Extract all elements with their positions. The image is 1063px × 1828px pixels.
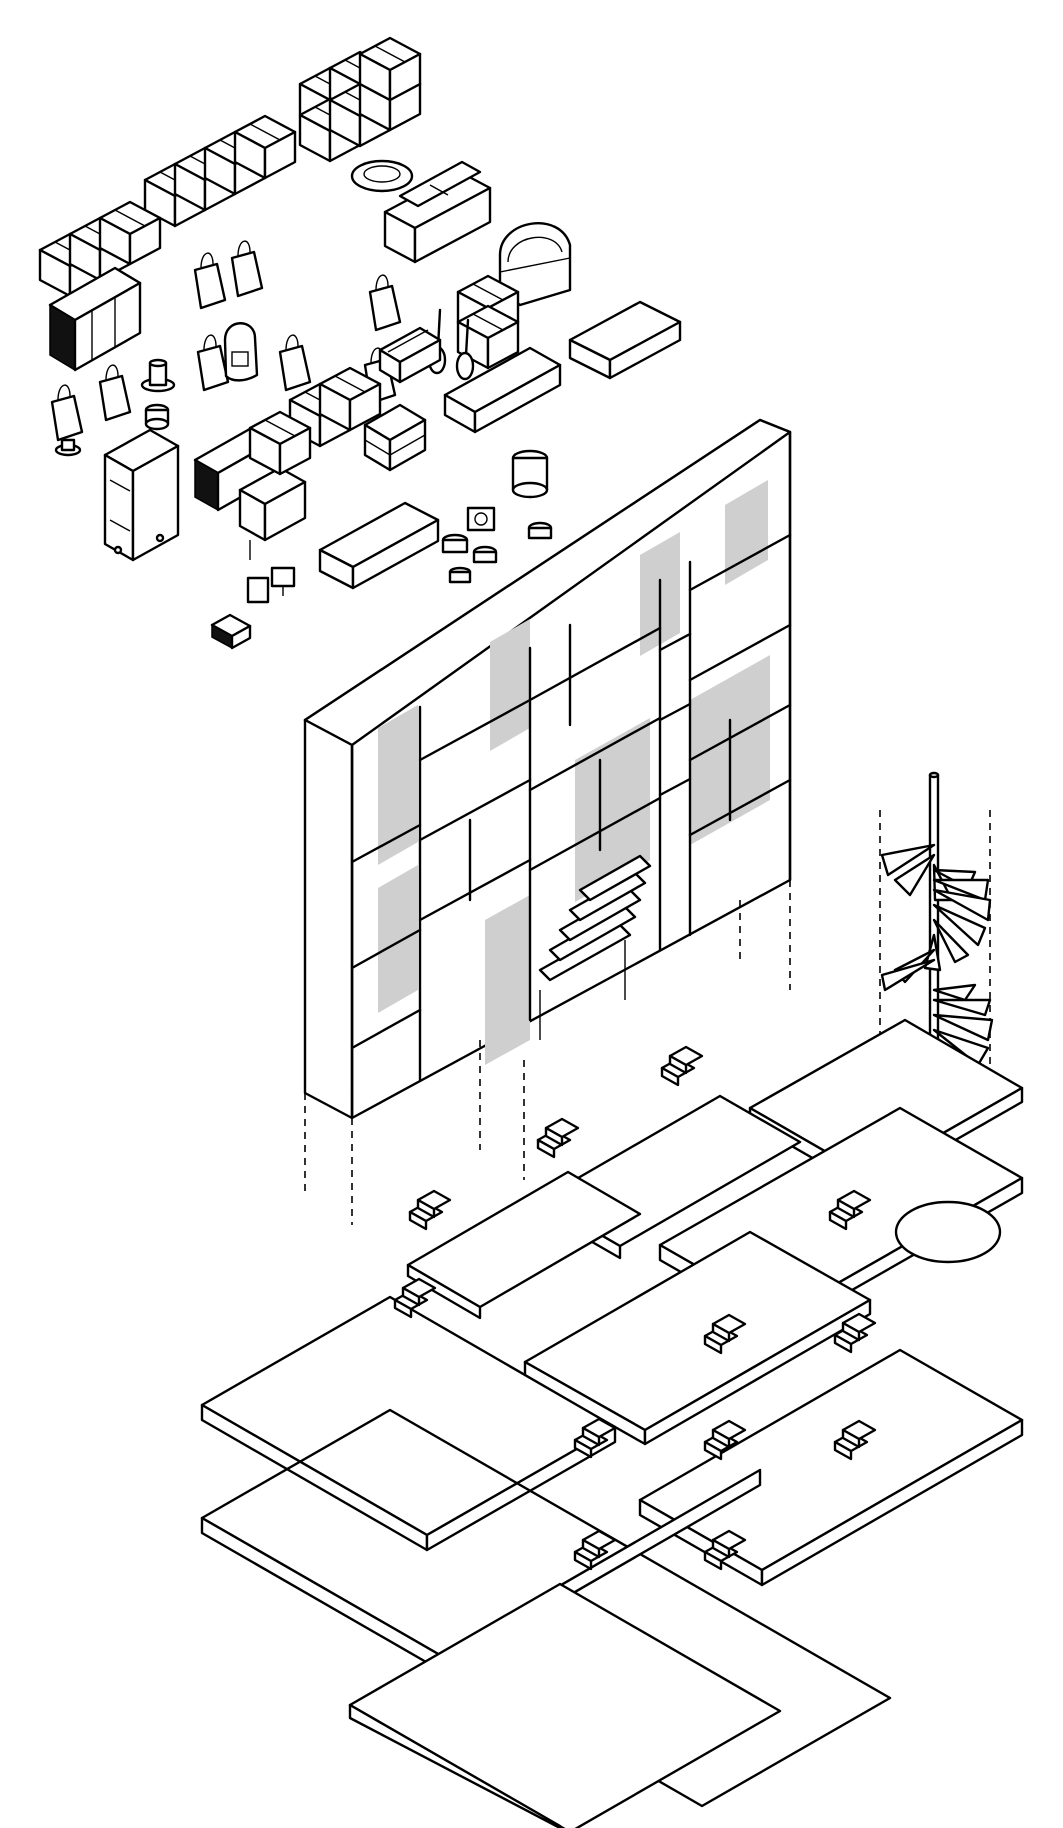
bucket-icon bbox=[511, 449, 549, 499]
floor-slab-icon bbox=[406, 1170, 642, 1320]
trunk-icon bbox=[48, 266, 142, 372]
blanket-icon bbox=[568, 300, 682, 380]
computer-icon bbox=[246, 566, 296, 604]
pot-icon bbox=[441, 521, 553, 584]
bag-icon bbox=[98, 363, 132, 422]
bookshelf-icon bbox=[350, 430, 792, 1120]
stair-icon bbox=[538, 854, 652, 1040]
backpack-icon bbox=[223, 322, 259, 382]
towel-stack-icon bbox=[363, 403, 427, 472]
hat-icon bbox=[144, 403, 170, 431]
box-icon bbox=[298, 36, 422, 163]
floor-plates-group bbox=[200, 1018, 1024, 1828]
storage-objects-group bbox=[38, 36, 682, 650]
shelving-wall-group bbox=[303, 418, 792, 1225]
hat-icon bbox=[54, 438, 82, 457]
pet-bed-icon bbox=[350, 159, 414, 193]
guitar-icon bbox=[455, 318, 475, 381]
ottoman-icon bbox=[318, 501, 440, 590]
hat-icon bbox=[140, 358, 176, 393]
floor-slab-icon bbox=[200, 1295, 617, 1552]
floor-slab-icon bbox=[523, 1230, 872, 1446]
suitcase-icon bbox=[238, 466, 307, 560]
towel-stack-icon bbox=[498, 222, 572, 307]
bag-icon bbox=[368, 273, 402, 332]
bag-icon bbox=[50, 383, 84, 442]
ottoman-icon bbox=[443, 346, 562, 434]
radio-icon bbox=[466, 506, 496, 532]
floor-slab-icon bbox=[348, 1582, 782, 1828]
computer-icon bbox=[378, 326, 442, 384]
bag-icon bbox=[196, 333, 230, 392]
box-icon bbox=[143, 114, 297, 228]
bag-icon bbox=[193, 251, 227, 310]
suitcase-icon bbox=[103, 428, 180, 562]
box-icon bbox=[210, 613, 252, 650]
bag-icon bbox=[278, 333, 312, 392]
bag-icon bbox=[230, 239, 264, 298]
sofa-icon bbox=[383, 160, 492, 264]
